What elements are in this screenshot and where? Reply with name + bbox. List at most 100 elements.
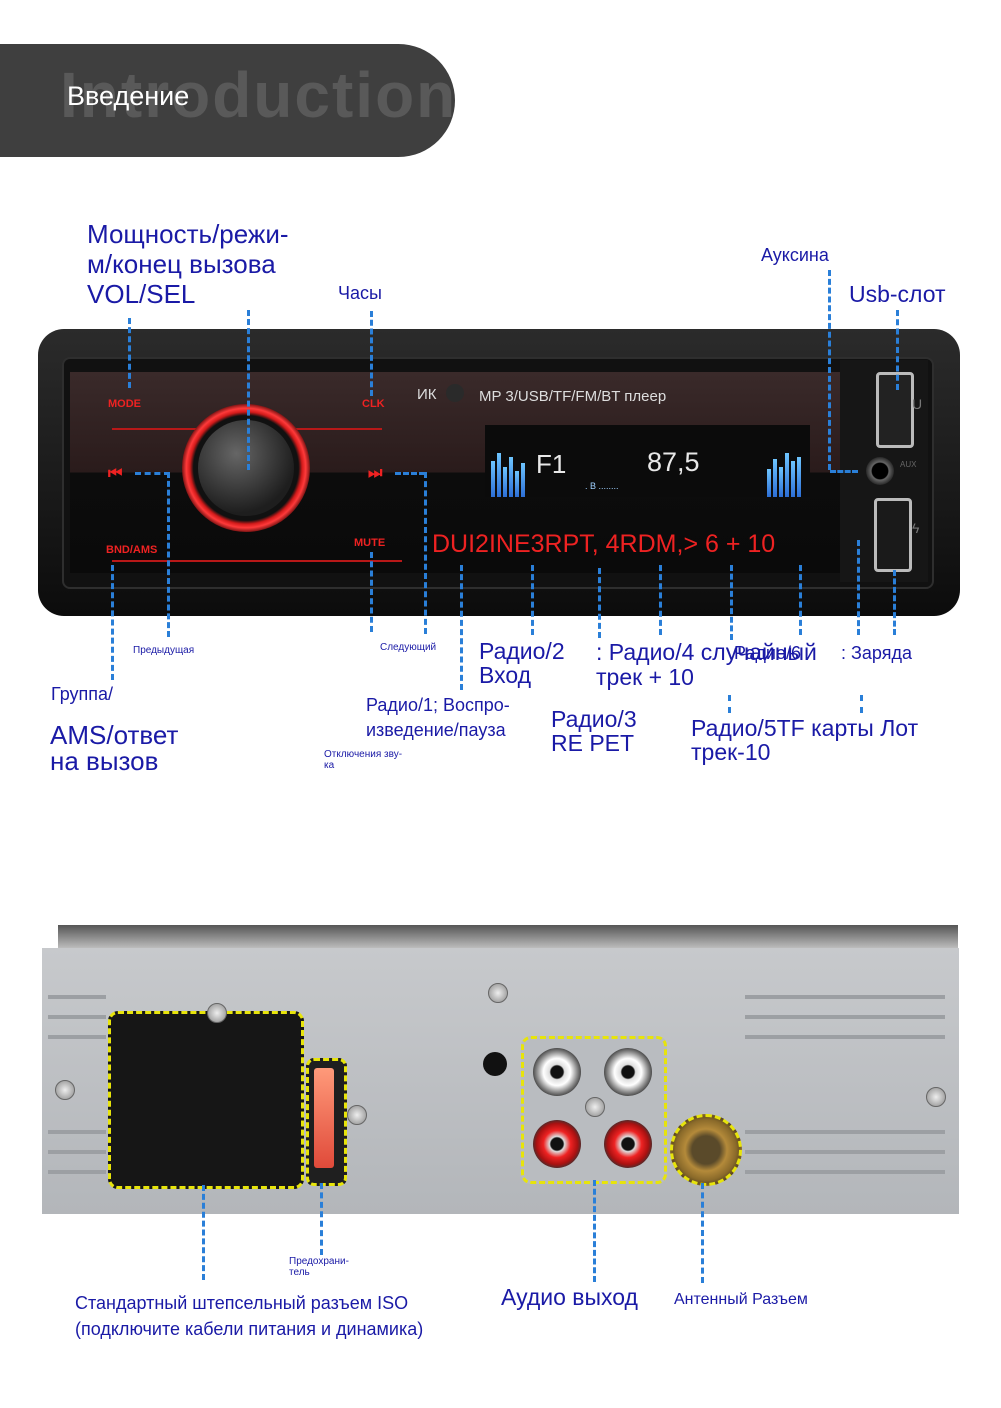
fuse[interactable] bbox=[314, 1068, 334, 1168]
iso-connector[interactable] bbox=[108, 1011, 304, 1189]
leader-line bbox=[370, 311, 373, 396]
label-clock: Часы bbox=[338, 283, 382, 303]
label-previous: Предыдущая bbox=[133, 645, 195, 656]
leader-line bbox=[135, 472, 170, 475]
eq-bar bbox=[791, 461, 795, 497]
ir-label: ИК bbox=[417, 386, 437, 403]
eq-bar bbox=[491, 461, 495, 497]
lcd-display: F1 87,5 . В ........ bbox=[485, 425, 810, 497]
screw-icon bbox=[347, 1105, 367, 1125]
leader-line bbox=[828, 270, 831, 470]
red-frame-bottom bbox=[112, 560, 402, 562]
volume-knob[interactable] bbox=[198, 420, 294, 516]
label-radio4: : Радио/4 случайный трек + 10 bbox=[596, 639, 817, 691]
ir-sensor-icon bbox=[446, 384, 464, 402]
eq-bar bbox=[773, 459, 777, 497]
mount-hole bbox=[483, 1052, 507, 1076]
label-iso: Стандартный штепсельный разъем ISO (подк… bbox=[75, 1293, 424, 1340]
label-fuse: Предохрани- тель bbox=[289, 1256, 349, 1278]
leader-line bbox=[202, 1185, 205, 1280]
rca-red-right[interactable] bbox=[604, 1120, 652, 1168]
label-audio-out: Аудио выход bbox=[501, 1284, 638, 1310]
leader-line bbox=[730, 565, 733, 640]
leader-line bbox=[701, 1183, 704, 1283]
eq-bar bbox=[779, 467, 783, 497]
rib bbox=[745, 1015, 945, 1019]
bnd-ams-button-label[interactable]: BND/AMS bbox=[106, 544, 158, 556]
antenna-connector[interactable] bbox=[670, 1114, 742, 1186]
screw-icon bbox=[488, 983, 508, 1003]
eq-bar bbox=[767, 469, 771, 497]
eq-bar bbox=[785, 453, 789, 497]
header-banner bbox=[0, 44, 455, 157]
leader-line bbox=[598, 568, 601, 638]
rib bbox=[48, 1015, 106, 1019]
leader-line bbox=[593, 1180, 596, 1282]
label-next: Следующий bbox=[380, 642, 437, 653]
rib bbox=[48, 1035, 106, 1039]
rib bbox=[745, 1170, 945, 1174]
charge-port[interactable] bbox=[874, 498, 912, 572]
eq-bar bbox=[509, 457, 513, 497]
display-band: F1 bbox=[536, 449, 567, 479]
lightning-icon: ϟ bbox=[912, 520, 920, 536]
leader-line bbox=[128, 318, 131, 388]
rib bbox=[745, 1150, 945, 1154]
leader-line bbox=[395, 472, 425, 475]
label-charge: : Заряда bbox=[841, 643, 912, 663]
leader-line bbox=[860, 695, 863, 713]
leader-line bbox=[659, 565, 662, 635]
display-sub: . В ........ bbox=[585, 481, 619, 491]
mute-button-label[interactable]: MUTE bbox=[354, 537, 386, 549]
rib bbox=[745, 1130, 945, 1134]
label-power: Мощность/режи- м/конец вызова VOL/SEL bbox=[87, 219, 289, 309]
eq-bar bbox=[521, 463, 525, 497]
rib bbox=[48, 1170, 106, 1174]
clock-button-label[interactable]: CLK bbox=[362, 398, 385, 410]
label-radio1: Радио/1; Воспро- изведение/пауза bbox=[366, 695, 510, 741]
rca-red-left[interactable] bbox=[533, 1120, 581, 1168]
label-radio2: Радио/2 Вход bbox=[479, 638, 565, 689]
leader-line bbox=[857, 540, 860, 635]
mode-button-label[interactable]: MODE bbox=[108, 398, 141, 410]
usb-port[interactable] bbox=[876, 372, 914, 448]
usb-mark: U bbox=[912, 396, 923, 412]
eq-bar bbox=[503, 467, 507, 497]
leader-line bbox=[728, 695, 731, 713]
screw-icon bbox=[926, 1087, 946, 1107]
leader-line bbox=[531, 565, 534, 635]
leader-line bbox=[460, 565, 463, 690]
aux-mark: AUX bbox=[900, 460, 917, 469]
label-radio6: Радио/6 bbox=[734, 643, 801, 663]
leader-line bbox=[896, 310, 899, 390]
label-mute-off: Отключения зву- ка bbox=[324, 749, 403, 771]
label-radio3: Радио/3 RE PET bbox=[551, 706, 637, 757]
eq-bar bbox=[797, 457, 801, 497]
previous-icon[interactable]: ⏮ bbox=[108, 465, 123, 482]
header-ghost-text: Introduction bbox=[60, 59, 458, 131]
label-aux: Ауксина bbox=[761, 245, 829, 265]
next-icon[interactable]: ⏭ bbox=[368, 465, 383, 482]
leader-line bbox=[320, 1183, 323, 1255]
rib bbox=[48, 1130, 106, 1134]
leader-line bbox=[893, 570, 896, 635]
rib bbox=[745, 1035, 945, 1039]
leader-line bbox=[370, 552, 373, 632]
screw-icon bbox=[55, 1080, 75, 1100]
rib bbox=[745, 995, 945, 999]
leader-line bbox=[111, 565, 114, 680]
leader-line bbox=[799, 565, 802, 635]
aux-jack[interactable] bbox=[866, 457, 894, 485]
rca-white-right[interactable] bbox=[604, 1048, 652, 1096]
back-panel-top bbox=[58, 925, 958, 951]
leader-line bbox=[424, 472, 427, 634]
rca-white-left[interactable] bbox=[533, 1048, 581, 1096]
leader-line bbox=[830, 470, 858, 473]
button-strip-labels[interactable]: DUI2INE3RPT, 4RDM,> 6 + 10 bbox=[432, 530, 776, 558]
player-label: MP 3/USB/TF/FM/BT плеер bbox=[479, 388, 667, 405]
label-ams: AMS/ответ на вызов bbox=[50, 720, 179, 776]
rib bbox=[48, 1150, 106, 1154]
page-title: Введение bbox=[67, 81, 190, 111]
screw-icon bbox=[585, 1097, 605, 1117]
label-group: Группа/ bbox=[51, 684, 114, 704]
